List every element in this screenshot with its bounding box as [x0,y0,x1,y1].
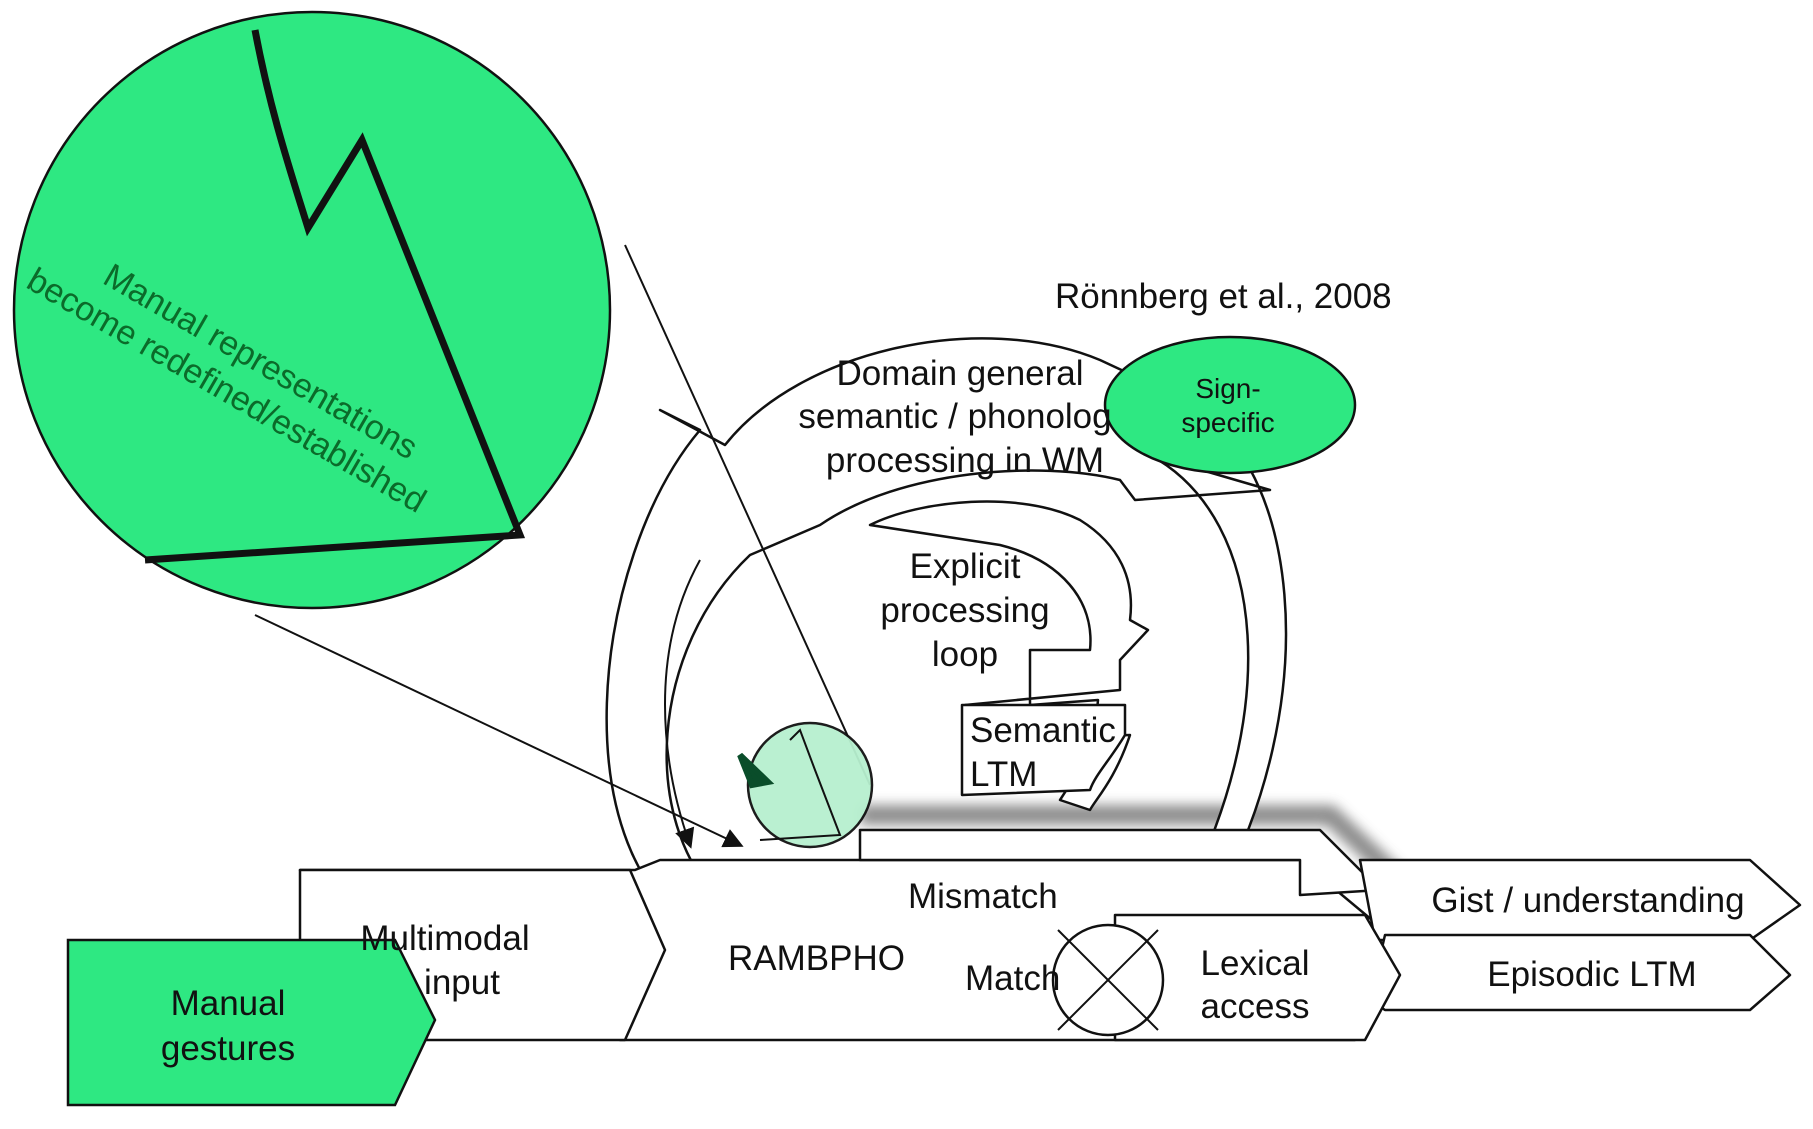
zoom-connector-bottom [254,614,744,848]
semantic-ltm-label-2: LTM [970,755,1037,794]
zoom-source-arrow [737,752,775,789]
lexical-access-label-2: access [1201,987,1310,1026]
explicit-loop-label-1: Explicit [910,547,1021,586]
mismatch-band [858,828,1382,897]
mismatch-label: Mismatch [908,877,1058,916]
zoom-source-circle [746,721,874,849]
zoom-magnified-circle [12,10,612,610]
multimodal-input-label-1: Multimodal [360,919,529,958]
sign-specific-label-1: Sign- [1195,373,1260,404]
episodic-ltm-label: Episodic LTM [1487,955,1696,994]
citation-text: Rönnberg et al., 2008 [1055,277,1392,316]
explicit-loop-label-3: loop [932,635,998,674]
match-cross-line-2 [1057,929,1159,1031]
semantic-ltm-box [960,703,1127,797]
semantic-ltm-label-1: Semantic [970,711,1116,750]
lexical-access-label-1: Lexical [1201,944,1310,983]
manual-gestures-label-1: Manual [171,984,286,1023]
feedback-arrow [664,559,701,849]
manual-gestures-label-2: gestures [161,1029,295,1068]
zoom-connector-top [624,244,871,786]
domain-general-label-1: Domain general [836,354,1083,393]
rambpho-label: RAMBPHO [728,939,905,978]
sign-specific-label-2: specific [1181,407,1274,438]
zoom-magnified-arrow [144,29,526,564]
domain-general-label-2: semantic / phonolog [798,397,1111,436]
manual-gestures-chevron [66,938,437,1107]
sign-specific-ellipse [1103,335,1357,475]
zoom-source-outline [759,728,842,841]
gist-label: Gist / understanding [1431,881,1744,920]
multimodal-input-label-2: input [424,963,500,1002]
explicit-loop-label-2: processing [880,591,1049,630]
match-label: Match [965,959,1060,998]
domain-general-label-3: processing in WM [826,441,1104,480]
